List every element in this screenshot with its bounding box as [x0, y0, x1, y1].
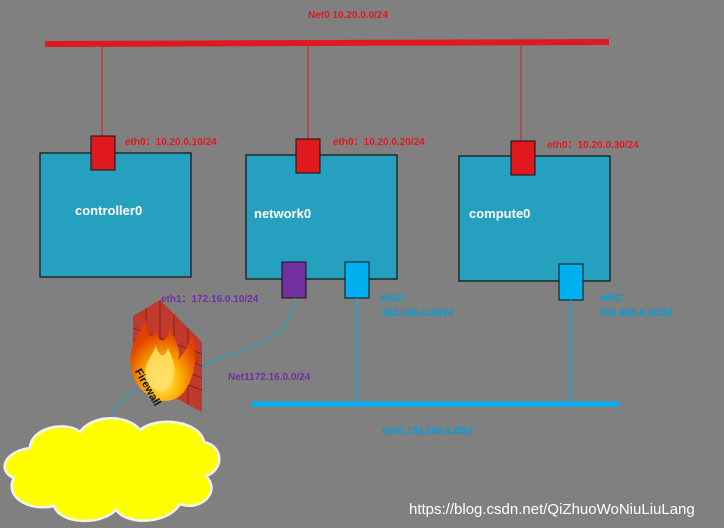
controller-node	[39, 152, 192, 278]
controller-eth0-port	[90, 135, 116, 171]
compute-node	[458, 155, 611, 282]
network-eth2-label-1: eth2：	[381, 293, 412, 304]
cloud-icon	[3, 417, 221, 522]
network-name: network0	[254, 206, 311, 221]
net1-label: Net1172.16.0.0/24	[228, 372, 311, 383]
eth1-label: eth1：172.16.0.10/24	[161, 294, 259, 305]
network-eth1-port	[281, 261, 307, 299]
compute-eth2-label-2: 192.168.4.30/24	[600, 308, 673, 319]
compute-eth0-port	[510, 140, 536, 176]
net0-bus	[44, 39, 610, 47]
network-eth2-port	[344, 261, 370, 299]
compute-eth2-label-1: eth2：	[600, 293, 631, 304]
network-eth0-port	[295, 138, 321, 174]
firewall-icon: Firewall	[130, 300, 203, 412]
controller-name: controller0	[75, 203, 142, 218]
watermark-url: https://blog.csdn.net/QiZhuoWoNiuLiuLang	[409, 501, 695, 518]
network-eth0-label: eth0：10.20.0.20/24	[333, 137, 425, 148]
compute-name: compute0	[469, 206, 530, 221]
controller-eth0-label: eth0：10.20.0.10/24	[125, 137, 217, 148]
network-node	[245, 154, 398, 280]
network-eth2-label-2: 192.168.4.20/24	[381, 308, 454, 319]
net0-label: Net0 10.20.0.0/24	[308, 10, 388, 21]
compute-eth0-label: eth0：10.20.0.30/24	[547, 140, 639, 151]
net1-link	[189, 297, 297, 377]
compute-eth2-port	[558, 263, 584, 301]
net2-label: Net2 192.168.4.0/24	[382, 426, 474, 437]
